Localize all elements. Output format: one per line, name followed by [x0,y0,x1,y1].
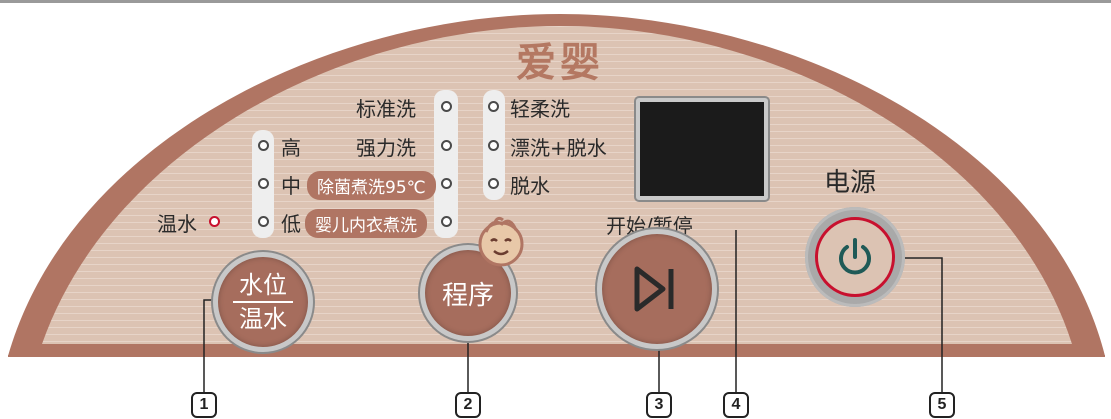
brand-logo: 爱婴 [516,40,604,86]
callout-2: 2 [455,392,481,418]
start-pause-button[interactable] [597,229,717,349]
baby-face-icon [478,216,524,267]
program-sanitize-led [441,178,452,189]
program-standard-led [441,101,452,112]
program-sanitize-label: 除菌煮洗95℃ [307,171,436,200]
callout-5: 5 [929,392,955,418]
callout-4: 4 [723,392,749,418]
play-pause-icon [634,266,674,312]
water-level-button-label: 水位 [239,271,287,299]
water-level-high-led [258,140,269,151]
program-heavy-label: 强力洗 [356,136,416,160]
program-baby-underwear-label: 婴儿内衣煮洗 [305,209,427,238]
water-level-low-label: 低 [281,212,301,236]
warm-water-label: 温水 [157,212,197,236]
program-rinse-spin-label: 漂洗+脱水 [510,136,607,160]
warm-water-button-label: 温水 [239,305,287,333]
program-baby-underwear-led [441,216,452,227]
program-button-label: 程序 [441,280,494,311]
program-gentle-led [488,101,499,112]
water-level-mid-label: 中 [281,174,301,198]
digital-display [636,98,768,200]
program-gentle-label: 轻柔洗 [510,97,570,121]
top-divider [0,0,1111,3]
program-heavy-led [441,140,452,151]
power-label: 电源 [824,168,877,198]
program-spin-led [488,178,499,189]
callout-1: 1 [191,392,217,418]
program-rinse-spin-led [488,140,499,151]
water-level-button[interactable]: 水位 温水 [213,252,313,352]
water-level-mid-led [258,178,269,189]
program-spin-label: 脱水 [510,174,550,198]
button-label-divider [233,301,293,303]
program-standard-label: 标准洗 [356,97,416,121]
warm-water-led [209,216,220,227]
program-left-strip [434,90,458,238]
power-button[interactable] [815,217,895,297]
water-level-low-led [258,216,269,227]
power-icon [839,238,871,275]
callout-3: 3 [646,392,672,418]
water-level-high-label: 高 [281,136,301,160]
